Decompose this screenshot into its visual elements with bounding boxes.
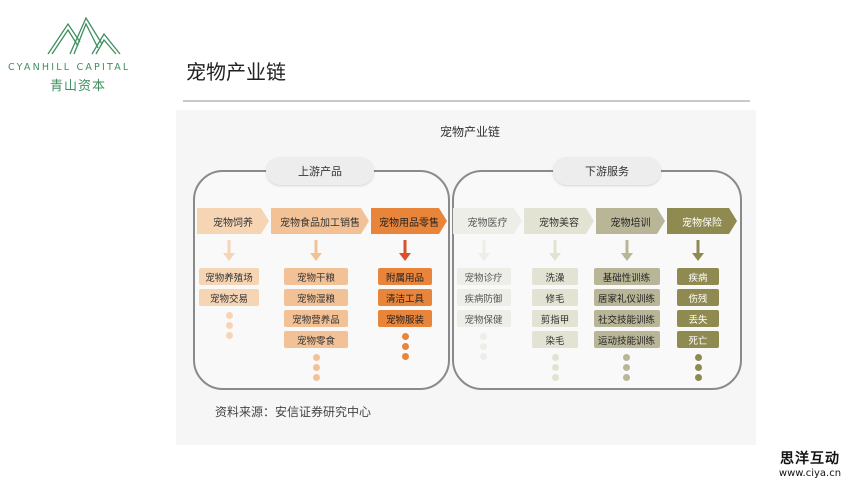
chain-item: 附属用品 — [378, 268, 432, 285]
continuation-dot — [401, 343, 409, 350]
title-divider — [183, 100, 750, 102]
logo-chinese-name: 青山资本 — [50, 79, 107, 94]
stage-food: 宠物食品加工销售 — [271, 208, 369, 234]
continuation-dot — [551, 364, 559, 371]
continuation-dot — [401, 333, 409, 340]
down-arrow-icon — [477, 240, 490, 261]
chain-item: 疾病防御 — [456, 289, 511, 306]
chain-item: 染毛 — [532, 331, 578, 348]
stage-medical: 宠物医疗 — [453, 208, 522, 234]
chain-item: 宠物干粮 — [284, 268, 348, 285]
chain-item: 宠物湿粮 — [284, 289, 348, 306]
down-arrow-icon — [223, 240, 235, 261]
chain-item: 社交技能训练 — [593, 310, 660, 327]
diagram-title: 宠物产业链 — [439, 125, 500, 139]
chain-item: 宠物诊疗 — [456, 268, 511, 285]
chain-item: 宠物交易 — [199, 289, 259, 306]
group-label-downstream: 下游服务 — [553, 157, 661, 185]
source-note: 资料来源：安信证券研究中心 — [215, 405, 372, 419]
down-arrow-icon — [692, 240, 704, 261]
chain-item: 运动技能训练 — [593, 331, 660, 348]
continuation-dot — [225, 322, 233, 329]
continuation-dot — [401, 353, 409, 360]
down-arrow-icon — [620, 240, 633, 261]
chain-item: 宠物营养品 — [284, 310, 348, 327]
continuation-dot — [694, 374, 702, 381]
group-label-upstream: 上游产品 — [266, 157, 374, 185]
continuation-dot — [480, 333, 487, 340]
chain-item: 剪指甲 — [532, 310, 578, 327]
chain-item: 基础性训练 — [593, 268, 660, 285]
stage-training: 宠物培训 — [596, 208, 665, 234]
stage-supplies: 宠物用品零售 — [371, 208, 447, 234]
continuation-dot — [480, 353, 487, 360]
chain-item: 清洁工具 — [378, 289, 432, 306]
continuation-dot — [694, 354, 702, 361]
continuation-dot — [623, 364, 630, 371]
down-arrow-icon — [310, 240, 322, 261]
chain-item: 宠物服装 — [378, 310, 432, 327]
stage-feeding: 宠物饲养 — [197, 208, 269, 234]
chain-item: 修毛 — [532, 289, 578, 306]
continuation-dot — [551, 354, 559, 361]
chain-item: 居家礼仪训练 — [593, 289, 660, 306]
stage-insurance: 宠物保险 — [667, 208, 737, 234]
mountain-logo-icon — [47, 16, 121, 55]
continuation-dot — [312, 354, 320, 361]
chain-item: 疾病 — [677, 268, 719, 285]
chain-item: 宠物保健 — [456, 310, 511, 327]
continuation-dot — [551, 374, 559, 381]
watermark-url: www.ciya.cn — [778, 468, 842, 479]
stage-grooming: 宠物美容 — [524, 208, 594, 234]
continuation-dot — [225, 332, 233, 339]
chain-item: 宠物养殖场 — [199, 268, 259, 285]
chain-item: 丢失 — [677, 310, 719, 327]
watermark-brand: 思洋互动 — [780, 451, 840, 467]
page-title: 宠物产业链 — [186, 60, 286, 84]
continuation-dot — [312, 374, 320, 381]
company-logo: CYANHILL CAPITAL 青山资本 — [8, 12, 158, 94]
continuation-dot — [312, 364, 320, 371]
continuation-dot — [480, 343, 487, 350]
down-arrow-icon — [549, 240, 561, 261]
logo-english-name: CYANHILL CAPITAL — [8, 62, 131, 73]
continuation-dot — [225, 312, 233, 319]
continuation-dot — [623, 354, 630, 361]
continuation-dot — [694, 364, 702, 371]
chain-item: 伤残 — [677, 289, 719, 306]
chain-item: 洗澡 — [532, 268, 578, 285]
chain-item: 死亡 — [677, 331, 719, 348]
down-arrow-icon — [399, 240, 411, 261]
continuation-dot — [623, 374, 630, 381]
chain-item: 宠物零食 — [284, 331, 348, 348]
watermark: 思洋互动 www.ciya.cn — [755, 448, 865, 479]
